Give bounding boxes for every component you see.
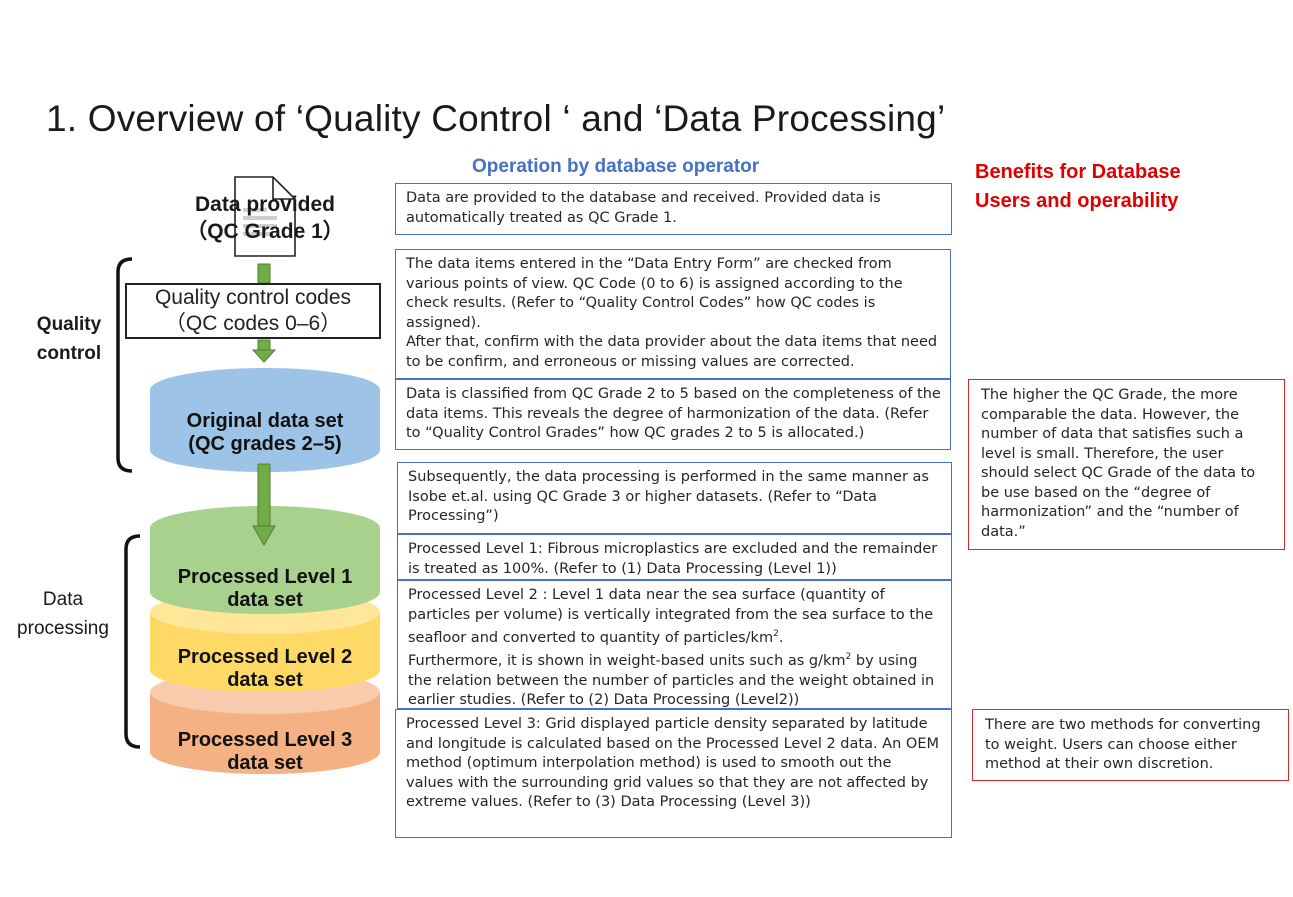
operation-box-level-3: Processed Level 3: Grid displayed partic… <box>395 709 952 838</box>
data-processing-bracket <box>126 536 140 747</box>
benefit-box-weight-methods: There are two methods for converting to … <box>972 709 1289 781</box>
operation-box-qc-grades: Data is classified from QC Grade 2 to 5 … <box>395 379 951 450</box>
original-data-set-label: Original data set (QC grades 2–5) <box>150 410 380 456</box>
arrow-down-icon <box>258 264 270 283</box>
processed-level-3-label: Processed Level 3 data set <box>150 729 380 775</box>
operation-box-level-1: Processed Level 1: Fibrous microplastics… <box>397 534 952 580</box>
qc-codes-box: Quality control codes （QC codes 0–6） <box>125 283 381 339</box>
data-provided-label: Data provided （QC Grade 1） <box>180 191 350 245</box>
data-processing-label: Data processing <box>6 585 120 643</box>
operation-box-level-2: Processed Level 2 : Level 1 data near th… <box>397 580 952 709</box>
processed-level-1-label: Processed Level 1 data set <box>150 566 380 612</box>
operation-box-data-provided: Data are provided to the database and re… <box>395 183 952 235</box>
processed-level-2-label: Processed Level 2 data set <box>150 646 380 692</box>
operation-box-data-processing: Subsequently, the data processing is per… <box>397 462 952 534</box>
arrow-down-icon <box>253 340 275 362</box>
operation-box-qc-codes: The data items entered in the “Data Entr… <box>395 249 951 379</box>
benefit-box-qc-grade: The higher the QC Grade, the more compar… <box>968 379 1285 550</box>
quality-control-label: Quality control <box>20 310 118 368</box>
